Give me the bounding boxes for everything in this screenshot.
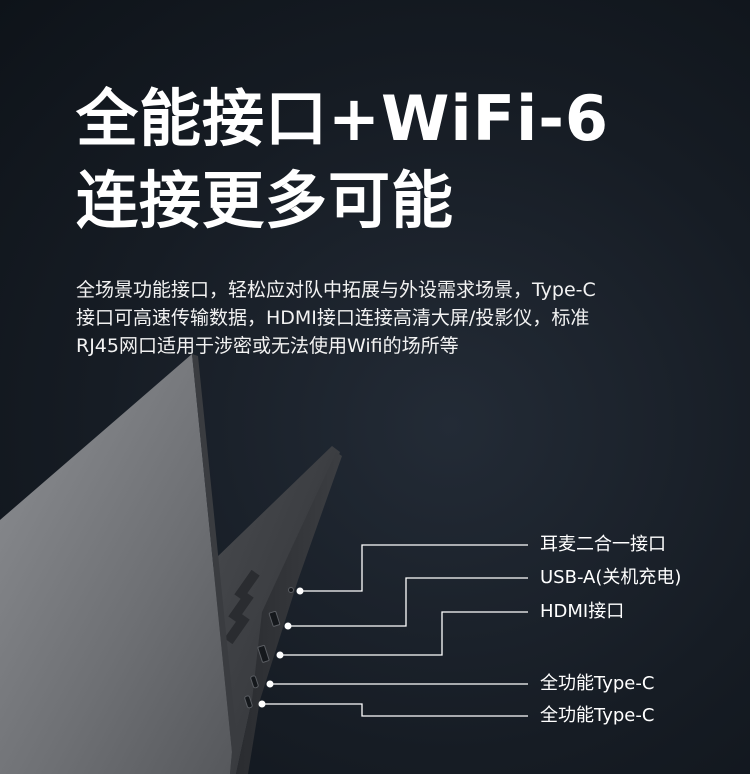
- description-line-1: 全场景功能接口，轻松应对队中拓展与外设需求场景，Type-C: [76, 279, 596, 301]
- callout-dots: [258, 587, 304, 708]
- type-c-port-1-icon: [250, 675, 259, 689]
- callout-line-usb-a: [288, 577, 528, 627]
- callout-dot-audio: [296, 587, 304, 595]
- callout-dot-hdmi: [276, 651, 284, 659]
- laptop-side-edge: [236, 452, 342, 774]
- port-label-usb-a: USB-A(关机充电): [540, 567, 682, 588]
- type-c-port-2-icon: [244, 695, 253, 709]
- callout-line-type-c-2: [262, 703, 528, 717]
- keyboard: [224, 569, 260, 645]
- port-label-type-c-2: 全功能Type-C: [540, 705, 655, 726]
- callout-dot-type-c-1: [266, 680, 274, 688]
- port-label-hdmi: HDMI接口: [540, 601, 625, 622]
- laptop-lid-edge: [192, 354, 238, 774]
- callout-lines: [262, 544, 528, 717]
- description-line-3: RJ45网口适用于涉密或无法使用Wifi的场所等: [76, 335, 459, 357]
- description-line-2: 接口可高速传输数据，HDMI接口连接高清大屏/投影仪，标准: [76, 307, 590, 329]
- description: 全场景功能接口，轻松应对队中拓展与外设需求场景，Type-C 接口可高速传输数据…: [76, 276, 716, 360]
- callout-dot-usb-a: [284, 622, 292, 630]
- callout-dot-type-c-2: [258, 700, 266, 708]
- port-shapes: [244, 587, 294, 709]
- callout-line-hdmi: [280, 611, 528, 656]
- port-label-type-c-1: 全功能Type-C: [540, 673, 655, 694]
- hdmi-port-icon: [257, 644, 270, 663]
- audio-port-icon: [288, 587, 294, 593]
- port-label-audio-combo: 耳麦二合一接口: [540, 534, 666, 555]
- headline: 全能接口+WiFi-6 连接更多可能: [76, 78, 609, 242]
- headline-line-1: 全能接口+WiFi-6: [76, 82, 610, 155]
- laptop-lid: [0, 354, 232, 774]
- callout-line-audio: [300, 544, 528, 592]
- usb-a-port-icon: [268, 610, 281, 627]
- headline-line-2: 连接更多可能: [76, 164, 455, 237]
